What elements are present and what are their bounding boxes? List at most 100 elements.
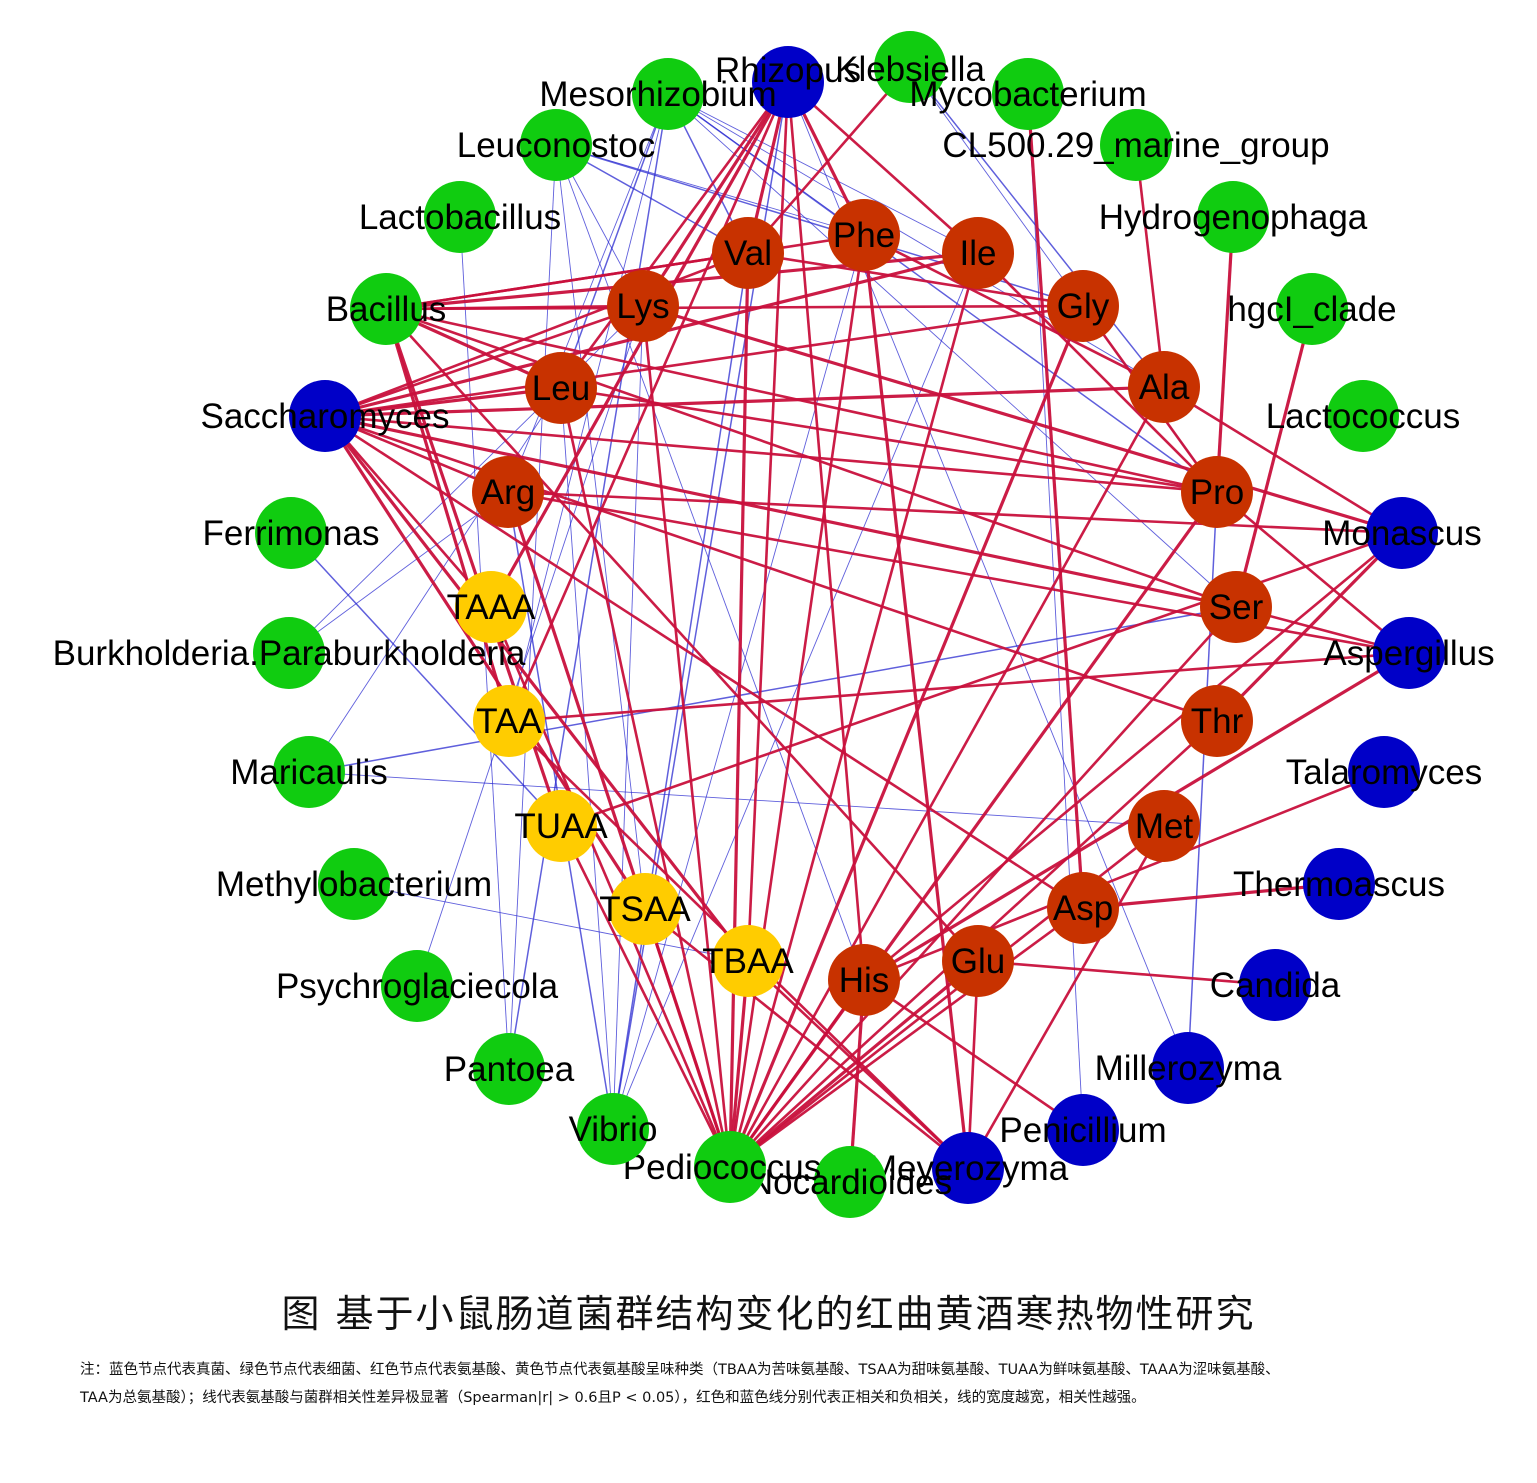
taste-class-node-circle <box>712 925 784 997</box>
taste-class-node-label: TAAA <box>447 588 536 627</box>
node-amino-acid-leu: Leu <box>525 352 597 424</box>
node-amino-acid-val: Val <box>712 217 784 289</box>
edge-neg-maricaulis-ser <box>308 606 1237 773</box>
bacteria-node-label: Ferrimonas <box>203 514 380 553</box>
edge-pos-ala-cl500-29-marine-group <box>1134 144 1166 388</box>
node-bacteria-cl500-29-marine-group: CL500.29_marine_group <box>942 109 1330 181</box>
taste-class-node-label: TBAA <box>702 942 794 981</box>
bacteria-node-label: Psychroglaciecola <box>276 967 559 1006</box>
node-taste-class-tuaa: TUAA <box>514 790 608 862</box>
edge-pos-phe-ala <box>863 233 1165 389</box>
edge-pos-taaa-saccharomyces <box>324 415 492 608</box>
amino-acid-node-circle <box>1128 351 1200 423</box>
edge-pos-pro-bacillus <box>385 307 1218 494</box>
edge-neg-mesorhizobium-pro <box>667 93 1218 493</box>
edge-pos-ser-pediococcus <box>729 606 1237 1168</box>
bacteria-node-circle <box>255 497 327 569</box>
bacteria-node-circle <box>1327 380 1399 452</box>
edge-pos-ser-bacillus <box>385 307 1237 609</box>
node-amino-acid-met: Met <box>1128 790 1200 862</box>
node-bacteria-hgci-clade: hgcI_clade <box>1227 273 1397 345</box>
fungus-node-label: Rhizopus <box>715 51 861 90</box>
edge-pos-lys-rhizopus <box>641 81 790 307</box>
node-bacteria-lactococcus: Lactococcus <box>1266 380 1460 452</box>
edge-pos-lys-bacillus <box>385 304 644 311</box>
edge-neg-burkholderia-paraburkholderia-arg <box>288 491 509 654</box>
amino-acid-node-label: Leu <box>532 369 590 408</box>
edge-neg-leuconostoc-his <box>555 144 865 981</box>
amino-acid-node-label: His <box>839 961 890 1000</box>
node-amino-acid-glu: Glu <box>942 925 1014 997</box>
fungus-node-label: Thermoascus <box>1233 865 1445 904</box>
edge-pos-leu-saccharomyces <box>324 386 562 418</box>
node-bacteria-maricaulis: Maricaulis <box>230 736 388 808</box>
edge-neg-pantoea-mesorhizobium <box>508 93 669 1070</box>
fungus-node-circle <box>289 380 361 452</box>
amino-acid-node-circle <box>942 925 1014 997</box>
fungus-node-circle <box>932 1132 1004 1204</box>
fungus-node-circle <box>1047 1094 1119 1166</box>
bacteria-node-circle <box>1276 273 1348 345</box>
node-bacteria-nocardioides: Nocardioides <box>748 1146 952 1218</box>
edge-pos-phe-bacillus <box>385 233 865 311</box>
amino-acid-node-circle <box>828 199 900 271</box>
edge-pos-ile-pro <box>977 252 1218 493</box>
fungus-node-label: Monascus <box>1322 514 1482 553</box>
edge-pos-his-pediococcus <box>728 979 866 1168</box>
edge-pos-tbaa-meyerozyma <box>747 960 969 1169</box>
amino-acid-node-circle <box>1128 790 1200 862</box>
edge-pos-glu-bacillus <box>385 308 979 962</box>
taste-class-node-circle <box>609 873 681 945</box>
node-bacteria-mycobacterium: Mycobacterium <box>909 58 1147 130</box>
edge-pos-thr-monascus <box>1215 531 1404 723</box>
bacteria-node-circle <box>381 950 453 1022</box>
edges-layer <box>288 66 1410 1183</box>
edge-pos-gly-saccharomyces <box>324 304 1084 418</box>
bacteria-node-circle <box>424 181 496 253</box>
node-fungus-candida: Candida <box>1210 949 1341 1021</box>
node-fungus-aspergillus: Aspergillus <box>1323 617 1495 689</box>
node-amino-acid-phe: Phe <box>828 199 900 271</box>
edge-pos-tuaa-pediococcus <box>559 825 732 1168</box>
node-bacteria-burkholderia-paraburkholderia: Burkholderia.Paraburkholderia <box>53 617 526 689</box>
node-amino-acid-pro: Pro <box>1181 456 1253 528</box>
bacteria-node-label: hgcI_clade <box>1227 290 1396 329</box>
node-taste-class-taaa: TAAA <box>447 571 536 643</box>
bacteria-node-circle <box>577 1093 649 1165</box>
edge-pos-tbaa-rhizopus <box>746 81 790 962</box>
edge-pos-ser-hgci-clade <box>1234 308 1314 608</box>
edge-pos-ile-bacillus <box>385 251 979 311</box>
edge-neg-penicillium-mycobacterium <box>1027 93 1084 1131</box>
fungus-node-circle <box>1366 497 1438 569</box>
node-fungus-meyerozyma: Meyerozyma <box>868 1132 1069 1204</box>
amino-acid-node-circle <box>525 352 597 424</box>
edge-pos-taaa-rhizopus <box>489 81 790 608</box>
taste-class-node-label: TUAA <box>514 807 608 846</box>
amino-acid-node-circle <box>472 456 544 528</box>
bacteria-node-circle <box>814 1146 886 1218</box>
amino-acid-node-label: Asp <box>1053 889 1113 928</box>
amino-acid-node-label: Ala <box>1139 368 1190 407</box>
bacteria-node-circle <box>694 1131 766 1203</box>
edge-neg-mesorhizobium-ile <box>667 93 979 254</box>
bacteria-node-label: Pantoea <box>444 1050 575 1089</box>
bacteria-node-circle <box>1100 109 1172 181</box>
edge-neg-mesorhizobium-arg <box>507 93 669 493</box>
node-bacteria-lactobacillus: Lactobacillus <box>359 181 561 253</box>
fungus-node-circle <box>1152 1032 1224 1104</box>
bacteria-node-circle <box>273 736 345 808</box>
taste-class-node-label: TSAA <box>599 890 691 929</box>
edge-pos-tsaa-meyerozyma <box>644 907 969 1170</box>
amino-acid-node-label: Arg <box>481 473 535 512</box>
node-bacteria-mesorhizobium: Mesorhizobium <box>539 58 777 130</box>
figure-note: 注：蓝色节点代表真菌、绿色节点代表细菌、红色节点代表氨基酸、黄色节点代表氨基酸呈… <box>80 1356 1490 1412</box>
fungus-node-circle <box>1348 736 1420 808</box>
figure-title: 图 基于小鼠肠道菌群结构变化的红曲黄酒寒热物性研究 <box>281 1292 1256 1336</box>
taste-class-node-circle <box>473 685 545 757</box>
node-fungus-monascus: Monascus <box>1322 497 1482 569</box>
amino-acid-node-label: Val <box>724 234 772 273</box>
edge-pos-leu-rhizopus <box>559 81 790 389</box>
fungus-node-label: Meyerozyma <box>868 1149 1069 1188</box>
figure-note-line-2: TAA为总氨基酸）；线代表氨基酸与菌群相关性差异极显著（Spearman|r| … <box>80 1390 1146 1406</box>
bacteria-node-circle <box>350 273 422 345</box>
